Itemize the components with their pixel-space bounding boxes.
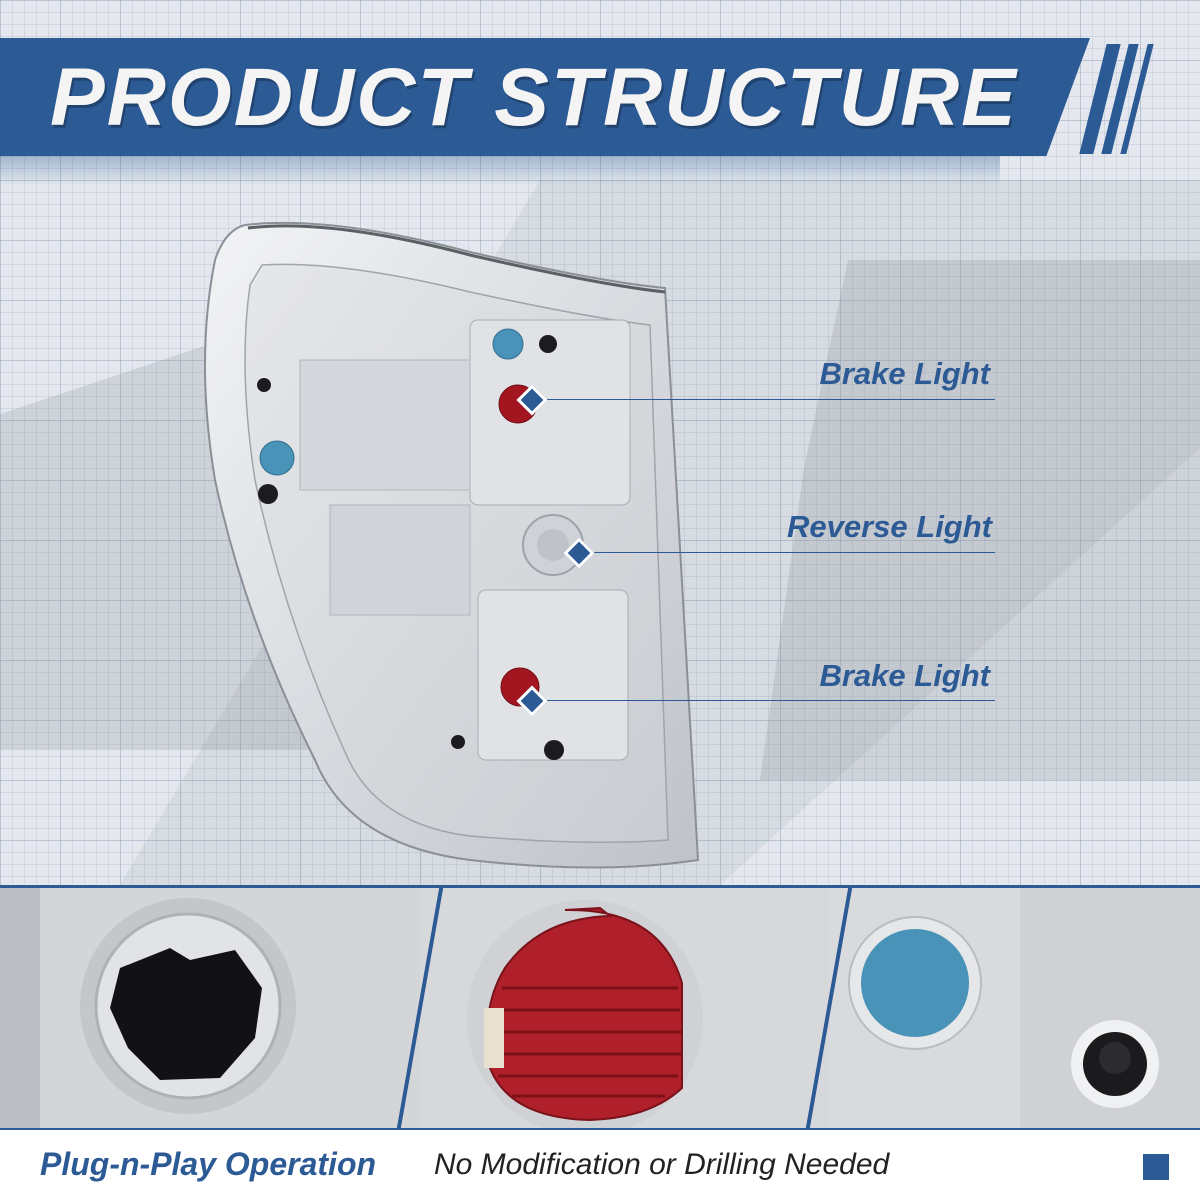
- footer-headline: Plug-n-Play Operation: [40, 1146, 377, 1182]
- square-icon: [1143, 1154, 1169, 1180]
- section-separator: [0, 885, 1200, 888]
- detail-panel-vent: [830, 888, 1200, 1128]
- vent-photo: [830, 888, 1200, 1128]
- detail-panel-reflector: [420, 888, 830, 1128]
- footer-bar: [0, 1128, 1200, 1200]
- page-title: PRODUCT STRUCTURE: [50, 52, 1018, 143]
- callout-line: [577, 552, 995, 553]
- socket-photo: [0, 888, 420, 1128]
- callout-brake-light-bottom: Brake Light: [819, 658, 990, 693]
- callout-brake-light-top: Brake Light: [819, 356, 990, 391]
- reflector-photo: [420, 888, 830, 1128]
- header-shadow: [0, 156, 1000, 186]
- callout-line: [530, 700, 995, 701]
- header-banner: [0, 38, 1090, 156]
- callout-line: [530, 399, 995, 400]
- tail-light-illustration: [204, 221, 700, 869]
- truck-silhouette-rear: [760, 260, 1200, 780]
- callout-reverse-light: Reverse Light: [786, 509, 992, 544]
- detail-panel-socket: [0, 888, 420, 1128]
- footer-subtext: No Modification or Drilling Needed: [434, 1148, 890, 1181]
